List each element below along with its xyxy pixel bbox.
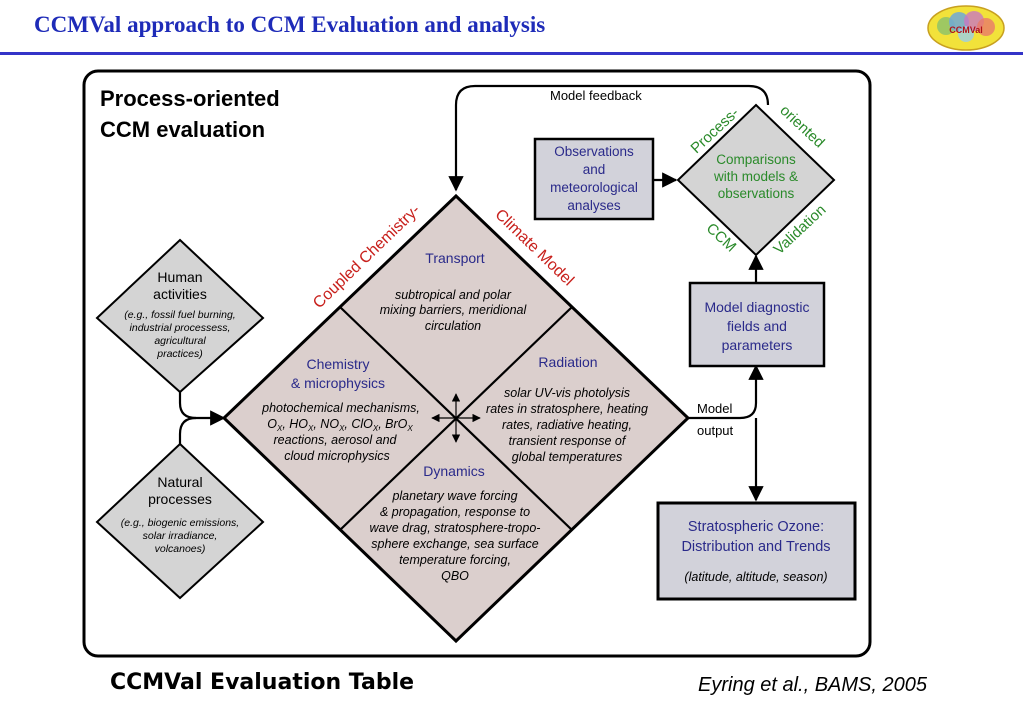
radiation-line: global temperatures [512,450,622,464]
chemistry-line: photochemical mechanisms, [261,401,420,415]
dynamics-title: Dynamics [423,463,484,479]
slide-title: CCMVal approach to CCM Evaluation and an… [34,12,546,37]
human-activities-diamond: Human activities (e.g., fossil fuel burn… [95,238,265,394]
dynamics-line: planetary wave forcing [391,489,517,503]
natural-title: Natural [157,474,202,490]
radiation-title: Radiation [538,354,597,370]
ccmval-logo-icon: CCMVal [927,5,1005,51]
chemistry-species: OX, HOX, NOX, ClOX, BrOX [267,417,413,433]
footer-left-caption: CCMVal Evaluation Table [110,670,415,695]
footer-citation: Eyring et al., BAMS, 2005 [698,674,928,696]
natural-connector [178,416,197,444]
observations-line: Observations [554,144,634,159]
model-output-label-2: output [697,423,734,438]
four-way-arrow-icon [431,393,481,443]
stratospheric-ozone-box: Stratospheric Ozone: Distribution and Tr… [656,501,857,601]
natural-title: processes [148,491,212,507]
ozone-title: Stratospheric Ozone: [688,519,824,535]
diagnostic-line: parameters [722,337,793,353]
model-feedback-label: Model feedback [550,88,642,103]
observations-line: meteorological [550,180,638,195]
observations-line: analyses [567,198,621,213]
radiation-line: solar UV-vis photolysis [504,386,630,400]
logo-label: CCMVal [949,25,983,35]
model-diagnostic-box: Model diagnostic fields and parameters [688,281,826,368]
radiation-line: transient response of [509,434,627,448]
connectors [178,84,770,502]
dynamics-line: QBO [441,569,469,583]
chemistry-line: reactions, aerosol and [274,433,398,447]
diagram-heading-line2: CCM evaluation [100,117,265,142]
natural-processes-diamond: Natural processes (e.g., biogenic emissi… [95,442,265,600]
human-title: Human [157,269,202,285]
validation-line: observations [718,186,795,201]
human-detail: industrial processess, [130,322,231,334]
transport-line: mixing barriers, meridional [380,303,528,317]
transport-title: Transport [425,250,485,266]
title-rule [0,52,1023,55]
observations-line: and [583,162,606,177]
transport-line: subtropical and polar [395,288,512,302]
dynamics-line: sphere exchange, sea surface [371,537,539,551]
output-to-diagnostics-arrow [688,364,764,420]
radiation-line: rates, radiative heating, [502,418,632,432]
human-title: activities [153,286,207,302]
ozone-subtitle: (latitude, altitude, season) [684,570,827,584]
diagnostic-line: Model diagnostic [704,299,809,315]
dynamics-line: & propagation, response to [380,505,530,519]
validation-line: Comparisons [716,152,796,167]
diagram-heading-line1: Process-oriented [100,86,280,111]
transport-line: circulation [425,319,481,333]
model-output-label-1: Model [697,401,733,416]
chemistry-line: cloud microphysics [284,449,390,463]
natural-detail: (e.g., biogenic emissions, [121,517,239,529]
validation-line: with models & [713,169,798,184]
chemistry-title: & microphysics [291,375,385,391]
chemistry-title: Chemistry [306,356,369,372]
feedback-arrow [448,84,770,192]
diagnostic-line: fields and [727,318,787,334]
human-detail: practices) [156,348,203,360]
natural-detail: solar irradiance, [143,530,218,542]
transport-detail: subtropical and polar mixing barriers, m… [380,288,528,333]
human-detail: (e.g., fossil fuel burning, [124,309,235,321]
natural-detail: volcanoes) [155,543,206,555]
radiation-line: rates in stratosphere, heating [486,402,648,416]
observations-box: Observations and meteorological analyses [533,137,655,221]
ccm-diamond: Coupled Chemistry- Climate Model Transpo… [221,193,691,644]
dynamics-line: temperature forcing, [399,553,511,567]
dynamics-line: wave drag, stratosphere-tropo- [370,521,541,535]
human-detail: agricultural [154,335,206,347]
ozone-title: Distribution and Trends [681,539,830,555]
